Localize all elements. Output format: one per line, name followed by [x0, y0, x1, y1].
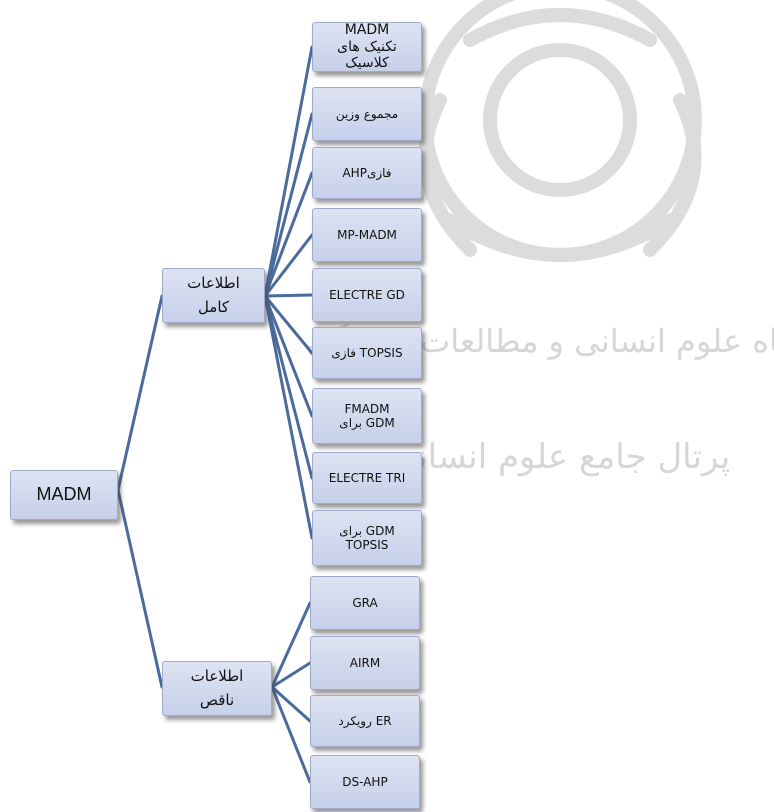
connector-complete-leaf-2 — [263, 112, 314, 298]
leaf-node-airm: AIRM — [310, 636, 420, 690]
leaf-node-topsis-gdm: برای GDM TOPSIS — [312, 510, 422, 566]
leaf-topsis-gdm-line-1: برای GDM — [339, 523, 395, 538]
root-node-madm: MADM — [10, 470, 118, 520]
watermark-emblem — [418, 0, 702, 262]
leaf-node-fuzzy-ahp: AHPفازی — [312, 147, 422, 199]
leaf-classic-madm-line-1: MADM — [344, 21, 390, 38]
leaf-fmadm-gdm-line-2: برای GDM — [339, 416, 395, 430]
leaf-node-fmadm-gdm: FMADM برای GDM — [312, 388, 422, 444]
leaf-node-fuzzy-topsis: فازی TOPSIS — [312, 327, 422, 379]
leaf-airm-label: AIRM — [349, 655, 381, 670]
leaf-node-classic-madm: MADM تکنیک های کلاسیک — [312, 22, 422, 72]
connector-complete-leaf-9 — [263, 294, 314, 540]
connector-incomplete-leaf-2 — [270, 661, 312, 689]
leaf-er-approach-label: رویکرد ER — [338, 713, 392, 728]
leaf-node-electre-tri: ELECTRE TRI — [312, 452, 422, 504]
leaf-fmadm-gdm-line-1: FMADM — [344, 401, 390, 416]
leaf-gra-label: GRA — [352, 595, 378, 610]
connector-root-complete — [116, 294, 164, 492]
leaf-fuzzy-topsis-label: فازی TOPSIS — [331, 345, 403, 360]
connector-incomplete-leaf-1 — [270, 601, 312, 689]
watermark-text-line2: پرتال جامع علوم انسانی — [390, 437, 730, 477]
leaf-electre-gd-label: ELECTRE GD — [329, 287, 405, 302]
connector-complete-leaf-4 — [263, 233, 314, 298]
connector-root-incomplete — [116, 488, 164, 689]
leaf-node-ds-ahp: DS-AHP — [310, 755, 420, 809]
leaf-node-electre-gd: ELECTRE GD — [312, 268, 422, 322]
connector-complete-leaf-1 — [263, 45, 314, 298]
leaf-mp-madm-label: MP-MADM — [337, 227, 397, 242]
branch-complete-line-1: اطلاعات — [187, 274, 240, 293]
connector-complete-leaf-3 — [263, 171, 314, 298]
connector-complete-leaf-5 — [263, 293, 314, 298]
connector-incomplete-leaf-4 — [270, 685, 312, 784]
leaf-node-mp-madm: MP-MADM — [312, 208, 422, 262]
root-node-label: MADM — [36, 484, 92, 505]
leaf-node-weighted-sum: مجموع وزین — [312, 87, 422, 141]
leaf-fuzzy-ahp-label: AHPفازی — [342, 165, 392, 180]
leaf-classic-madm-line-2: تکنیک های — [337, 38, 397, 55]
branch-node-complete-information: اطلاعات کامل — [162, 268, 265, 323]
leaf-node-er-approach: رویکرد ER — [310, 695, 420, 747]
leaf-electre-tri-label: ELECTRE TRI — [328, 470, 406, 485]
connector-complete-leaf-6 — [263, 294, 314, 355]
connector-incomplete-leaf-3 — [270, 685, 312, 723]
leaf-classic-madm-line-3: کلاسیک — [345, 55, 389, 72]
branch-complete-line-2: کامل — [197, 297, 230, 316]
leaf-ds-ahp-label: DS-AHP — [342, 774, 388, 789]
leaf-weighted-sum-label: مجموع وزین — [335, 106, 399, 121]
branch-incomplete-line-2: ناقص — [199, 690, 235, 709]
leaf-node-gra: GRA — [310, 576, 420, 630]
branch-incomplete-line-1: اطلاعات — [190, 667, 244, 686]
leaf-topsis-gdm-line-2: TOPSIS — [345, 538, 389, 552]
connector-complete-leaf-7 — [263, 294, 314, 418]
branch-node-incomplete-information: اطلاعات ناقص — [162, 661, 272, 716]
connector-complete-leaf-8 — [263, 294, 314, 480]
